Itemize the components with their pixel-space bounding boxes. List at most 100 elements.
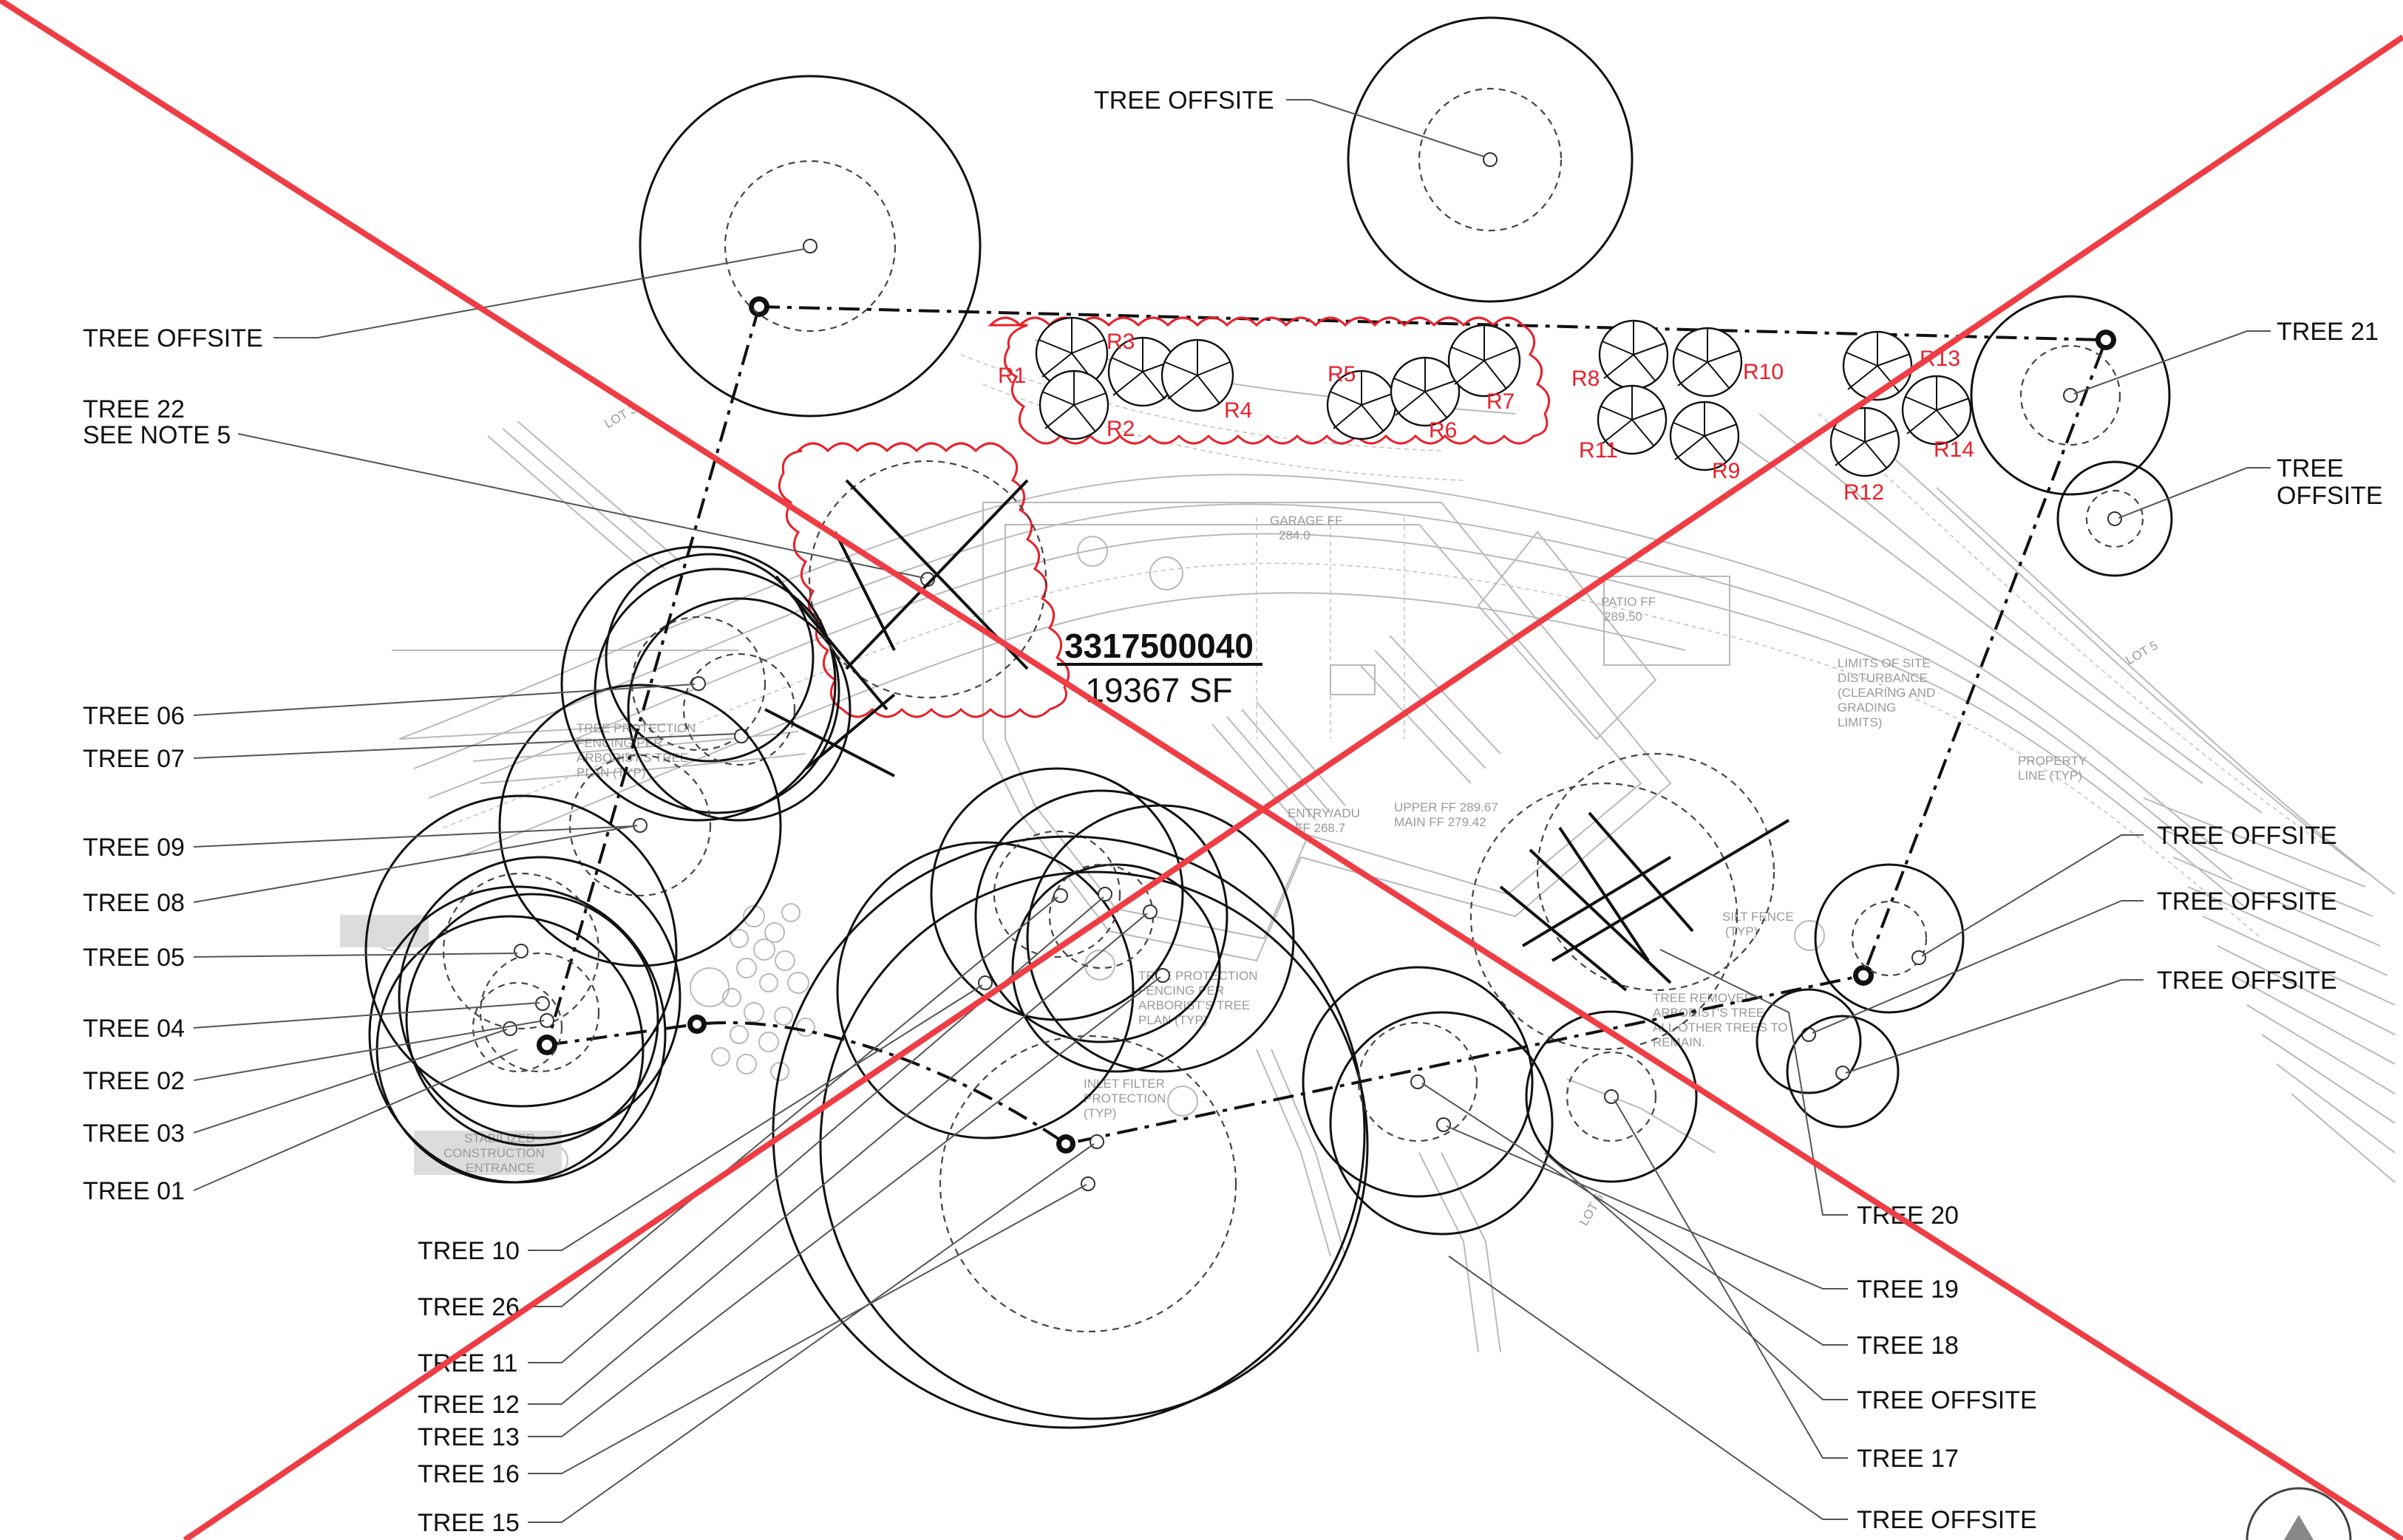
tree-protection-note-4: PLAN (TYP) [577,766,646,780]
r9-label: R9 [1712,459,1740,483]
background-linework [340,339,2396,1353]
silt-fence-note-1: SILT FENCE [1722,910,1794,924]
removed-note-3: ALL OTHER TREES TO [1653,1021,1788,1035]
garage-note: GARAGE FF [1270,514,1342,528]
r10-label: R10 [1743,360,1784,384]
main-floor-note: MAIN FF 279.42 [1394,815,1486,829]
label-offsite-se2: TREE OFFSITE [1857,1506,2037,1534]
label-tree22-line1: TREE 22 [83,395,185,423]
label-tree08: TREE 08 [83,889,185,917]
stabilized-note-1: STABILIZED [464,1131,535,1145]
tree-offsite-top-trunk [1483,152,1498,167]
removed-tree-r2 [1039,369,1109,440]
label-tree05: TREE 05 [83,944,185,972]
limits-note-2: DISTURBANCE [1838,671,1928,685]
removed-tree-symbols: R1 R2 R3 R4 R5 R6 R7 R8 R9 R10 R11 R12 R… [998,316,1974,505]
entry-note: ENTRY/ADU [1288,806,1360,820]
r3-label: R3 [1107,330,1135,354]
r2-label: R2 [1107,417,1135,441]
label-tree13: TREE 13 [418,1423,520,1451]
r7-label: R7 [1486,389,1515,414]
leader-lines [193,99,2271,1523]
removed-tree-r14 [1901,375,1972,446]
removed-tree-r9 [1669,401,1740,471]
label-tree04: TREE 04 [83,1015,185,1043]
r14-label: R14 [1934,437,1974,462]
r6-label: R6 [1429,418,1457,443]
inlet-note-3: (TYP) [1084,1106,1116,1120]
limits-note-4: GRADING [1838,701,1896,715]
r12-label: R12 [1843,480,1884,505]
label-tree07: TREE 07 [83,745,185,773]
label-tree12: TREE 12 [418,1391,520,1419]
garage-elevation: 284.0 [1279,528,1311,542]
label-offsite-se1: TREE OFFSITE [1857,1386,2037,1414]
label-tree10: TREE 10 [418,1237,520,1265]
label-tree15: TREE 15 [418,1509,520,1537]
r11-label: R11 [1579,438,1618,463]
limits-note-5: LIMITS) [1838,715,1882,729]
tree-protection-note-1: TREE PROTECTION [577,721,696,735]
limits-note-1: LIMITS OF SITE [1838,656,1931,670]
label-tree16: TREE 16 [418,1460,520,1488]
property-line-note-1: PROPERTY [2018,754,2087,768]
label-tree21: TREE 21 [2277,318,2379,346]
label-offsite-nw: TREE OFFSITE [83,324,263,352]
revision-clouds [778,316,1551,718]
patio-elevation: 289.50 [1604,610,1642,624]
label-tree19: TREE 19 [1857,1275,1959,1304]
parcel-number: 3317500040 [1064,627,1254,665]
removed-note-1: TREE REMOVED [1653,991,1753,1005]
removed-tree-r6 [1390,356,1461,427]
label-tree22-line2: SEE NOTE 5 [83,421,231,449]
lot5-label: LOT 5 [2124,638,2161,668]
r1-label: R1 [998,364,1026,388]
lot6-label: LOT 6 [1577,1191,1606,1228]
plan-annotations: GARAGE FF 284.0 PATIO FF 289.50 ENTRY/AD… [443,402,2161,1228]
tree-protection-note-b3: ARBORIST'S TREE [1138,998,1250,1012]
tree-removal-x-marks [764,479,1790,992]
label-offsite-ne-line1: TREE [2277,454,2344,483]
label-tree17: TREE 17 [1857,1445,1959,1473]
property-line-note-2: LINE (TYP) [2018,769,2082,783]
label-offsite-e2: TREE OFFSITE [2157,887,2337,916]
entry-elevation: FF 268.7 [1295,821,1345,835]
patio-note: PATIO FF [1601,595,1656,609]
label-offsite-ne-line2: OFFSITE [2277,482,2383,510]
label-tree06: TREE 06 [83,702,185,730]
inlet-note-2: PROTECTION [1084,1091,1166,1105]
label-offsite-top: TREE OFFSITE [1094,86,1274,115]
label-tree03: TREE 03 [83,1120,185,1148]
north-arrow-icon [2246,1487,2352,1540]
removed-tree-r10 [1672,327,1743,398]
parcel-area: 19367 SF [1085,671,1232,709]
stabilized-note-2: CONSTRUCTION [443,1146,545,1160]
stabilized-note-3: ENTRANCE [466,1161,535,1175]
limits-note-3: (CLEARING AND [1838,686,1935,700]
label-tree01: TREE 01 [83,1177,185,1205]
label-tree02: TREE 02 [83,1067,185,1095]
rockery [711,903,815,1081]
removed-tree-r7 [1447,324,1521,398]
r4-label: R4 [1224,398,1252,423]
removed-tree-r8 [1598,319,1669,390]
tree-protection-note-b2: FENCING PER [1138,984,1224,998]
silt-fence-note-2: (TYP) [1725,924,1758,938]
removed-note-2: ARBORIST'S TREE [1653,1006,1764,1020]
parcel-label: 3317500040 19367 SF [1057,627,1262,709]
removed-note-4: REMAIN. [1653,1035,1705,1049]
label-offsite-e1: TREE OFFSITE [2157,822,2337,850]
label-tree09: TREE 09 [83,834,185,862]
label-tree26: TREE 26 [418,1293,520,1321]
removed-tree-r4 [1160,338,1234,412]
tree-protection-note-3: ARBORIST'S TREE [577,751,688,765]
r5-label: R5 [1328,362,1356,386]
label-tree18: TREE 18 [1857,1332,1959,1360]
upper-floor-note: UPPER FF 289.67 [1394,800,1498,814]
removed-tree-r11 [1597,384,1668,455]
label-offsite-e3: TREE OFFSITE [2157,967,2337,995]
removed-tree-r12 [1829,406,1900,477]
tree-labels: TREE OFFSITE TREE OFFSITE TREE 22 SEE NO… [83,86,2383,1537]
